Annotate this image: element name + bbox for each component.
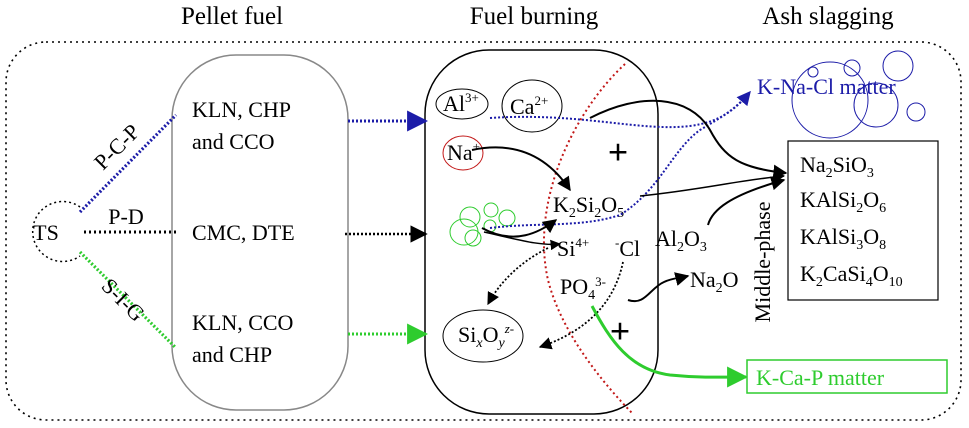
reaction-boundary-curve [543, 63, 633, 414]
ca-to-silicates-arrow [589, 99, 788, 179]
particles-to-si-arrow [483, 231, 562, 251]
cl-to-sixoy-dotted-arrow [538, 261, 624, 350]
route-sig-line [78, 250, 178, 350]
route-pd-label: P-D [108, 204, 143, 229]
route-pcp-label: P-C-P [89, 119, 145, 175]
ts-label: TS [33, 220, 59, 245]
po4-label: PO43- [560, 274, 606, 303]
si-ion-label: Si4+ [557, 235, 589, 261]
al2o3-label: Al2O3 [655, 226, 707, 255]
plus-sign-upper: + [608, 132, 629, 172]
outer-frame [5, 41, 962, 421]
fuel-bottom-line2: and CHP [192, 342, 272, 367]
middle-phase-label: Middle-phase [750, 202, 775, 323]
po4-to-kcap-green-arrow [590, 305, 749, 388]
kcap-matter-label: K-Ca-P matter [756, 365, 885, 390]
fuel-top-line2: and CCO [192, 129, 275, 154]
kna-cl-matter-label: K-Na-Cl matter [757, 74, 896, 99]
ts-node-arc [32, 200, 81, 263]
green-particles-icon [449, 202, 516, 247]
na-ion-label: Na+ [447, 139, 480, 165]
sixoy-ellipse [442, 309, 524, 363]
kna-cl-bubbles-icon [791, 50, 926, 139]
al-ion-ellipse [435, 88, 489, 120]
fuel-top-line1: KLN, CHP [192, 97, 291, 122]
ca-ion-label: Ca2+ [510, 93, 548, 119]
cl-ion-label: -Cl [615, 235, 640, 261]
header-pellet-fuel: Pellet fuel [181, 3, 283, 30]
na-to-k2si2o5-arrow [471, 146, 571, 192]
kcap-matter-box [746, 359, 948, 394]
plus-sign-lower: + [610, 311, 631, 351]
product-kalsi3o8: KAlSi3O8 [800, 224, 886, 253]
fuel-bottom-line1: KLN, CCO [192, 310, 293, 335]
al-ion-label: Al3+ [443, 90, 479, 116]
silicate-products-box [787, 140, 939, 301]
route-sig-label: S-I-G [97, 273, 150, 326]
k2si2o5-to-silicates-arrow [639, 171, 786, 197]
fuel-middle: CMC, DTE [192, 220, 295, 245]
route-pcp-line [78, 113, 178, 214]
si-to-sixoy-dotted-arrow [487, 247, 549, 306]
na2o-label: Na2O [690, 267, 739, 296]
na-ion-ellipse [442, 135, 484, 171]
particles-to-k2si2o5-arrow [481, 219, 558, 238]
sixoy-label: SixOyz- [458, 321, 514, 351]
al2o3-to-silicates-arrow [707, 176, 786, 226]
ca-ion-ellipse [501, 79, 563, 133]
product-kalsi2o6: KAlSi2O6 [800, 187, 886, 216]
header-ash-slagging: Ash slagging [762, 3, 894, 30]
pellet-fuel-panel [171, 54, 349, 411]
product-na2sio3: Na2SiO3 [800, 152, 874, 181]
header-fuel-burning: Fuel burning [470, 3, 599, 30]
po4-to-na2o-arrow [627, 272, 690, 303]
product-k2casi4o10: K2CaSi4O10 [800, 261, 903, 290]
